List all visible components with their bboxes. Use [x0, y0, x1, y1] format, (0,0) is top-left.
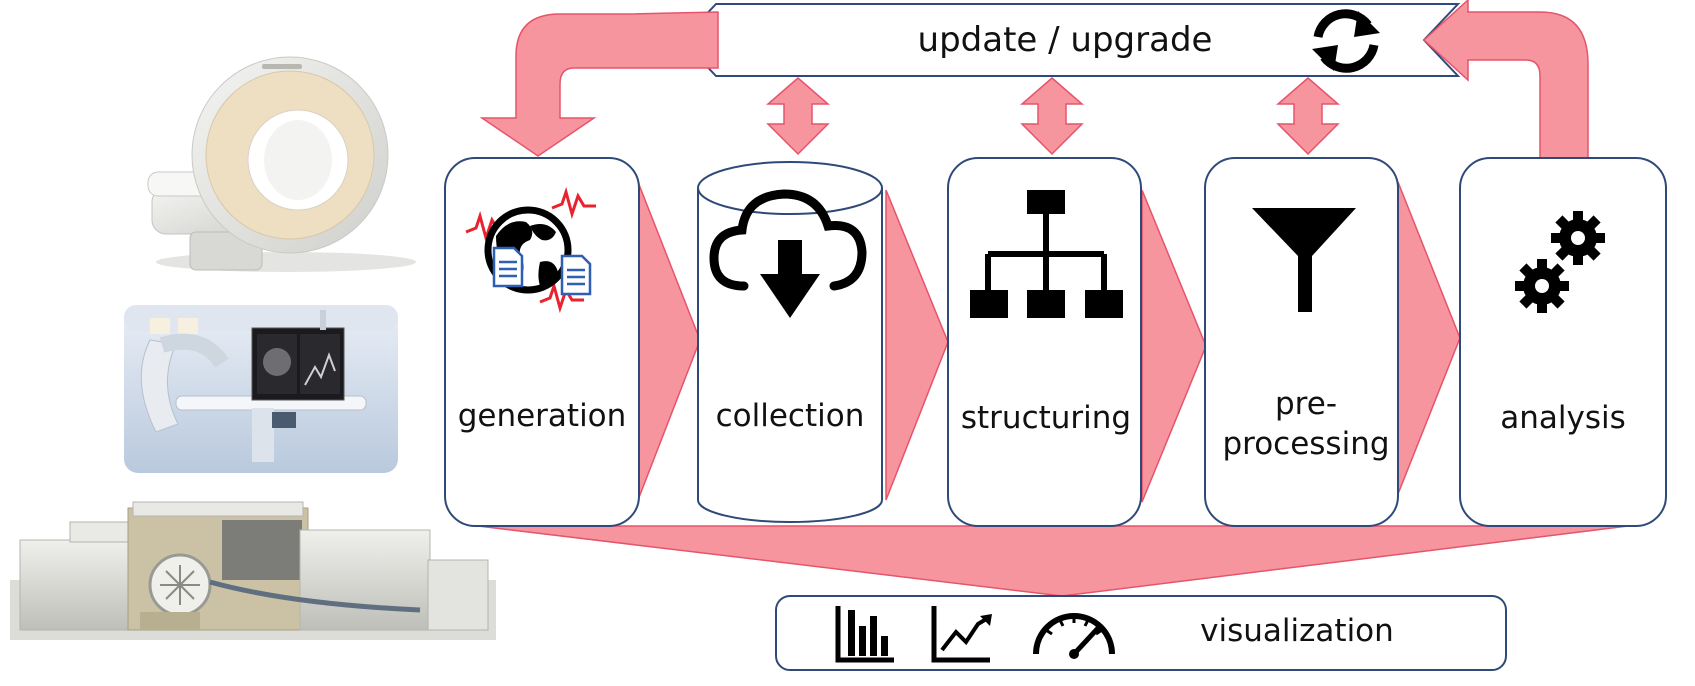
gears-icon: [1515, 211, 1605, 313]
bidirectional-arrow-pre-processing: [1275, 77, 1341, 156]
feedback-arrow-to-generation: [479, 11, 719, 157]
flow-chevron-4: [1397, 181, 1461, 495]
stage-generation-label: generation: [458, 398, 627, 434]
stage-collection-label: collection: [716, 398, 865, 434]
flow-chevron-1: [637, 181, 701, 501]
stage-pre-processing: pre- processing: [1204, 157, 1399, 527]
refresh-icon: [1312, 9, 1380, 73]
stage-collection: collection: [697, 161, 883, 523]
flow-chevron-3: [1141, 189, 1207, 503]
cloud-download-icon: [709, 189, 867, 318]
globe-signal-documents-icon: [465, 186, 596, 314]
stage-structuring: structuring: [947, 157, 1142, 527]
angiography-system-image: [124, 305, 398, 473]
feedback-arrow-from-analysis: [1422, 0, 1589, 161]
gauge-icon: [1033, 613, 1115, 659]
filter-icon: [1252, 208, 1356, 312]
stage-pre-processing-label-line2: processing: [1222, 426, 1389, 462]
bar-chart-icon: [835, 606, 894, 663]
bidirectional-arrow-collection: [765, 77, 831, 156]
mri-scanner-image: [147, 56, 416, 272]
update-upgrade-label: update / upgrade: [918, 20, 1213, 60]
update-upgrade-bar: update / upgrade: [680, 3, 1461, 77]
production-line-machine-image: [10, 501, 496, 640]
stage-analysis: analysis: [1459, 157, 1667, 527]
stage-pre-processing-label-line1: pre-: [1275, 386, 1337, 422]
stage-analysis-label: analysis: [1500, 400, 1626, 436]
stage-structuring-label: structuring: [961, 400, 1131, 436]
flow-chevron-2: [885, 189, 949, 501]
funnel-arrow-to-visualization: [477, 525, 1629, 597]
stage-generation: generation: [444, 157, 640, 527]
visualization-label: visualization: [1200, 613, 1394, 649]
bidirectional-arrow-structuring: [1019, 77, 1085, 156]
visualization-bar: visualization: [775, 595, 1507, 671]
hierarchy-icon: [970, 190, 1123, 318]
line-chart-icon: [931, 606, 992, 663]
